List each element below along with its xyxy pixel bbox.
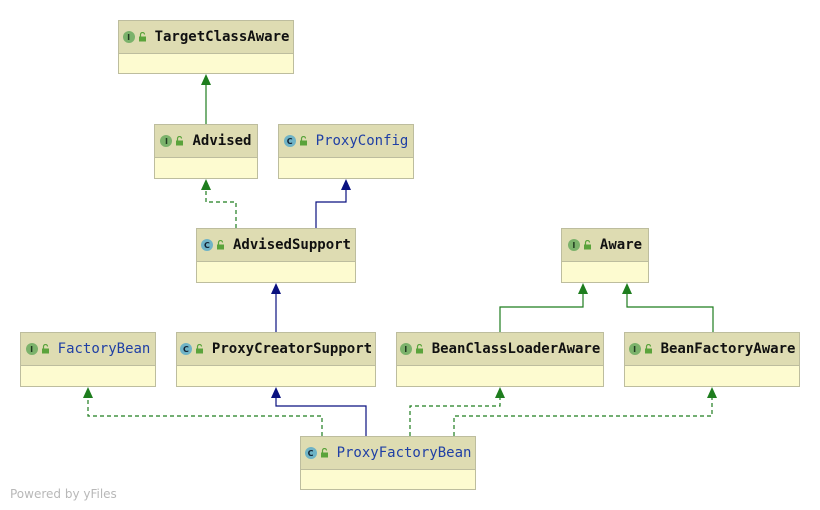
node-header: C ProxyCreatorSupport bbox=[177, 333, 375, 366]
class-name: ProxyConfig bbox=[315, 133, 409, 149]
node-proxycreatorsupport[interactable]: C ProxyCreatorSupport bbox=[176, 332, 376, 387]
powered-by-label: Powered by yFiles bbox=[10, 487, 117, 501]
node-targetclassaware[interactable]: I TargetClassAware bbox=[118, 20, 294, 74]
public-lock-icon bbox=[583, 240, 593, 250]
class-name: BeanClassLoaderAware bbox=[431, 341, 601, 357]
edge-proxyfactorybean-to-proxycreatorsupport bbox=[275, 398, 367, 436]
node-advisedsupport[interactable]: C AdvisedSupport bbox=[196, 228, 356, 283]
class-name: BeanFactoryAware bbox=[660, 341, 796, 357]
edge-proxyfactorybean-to-beanclassloaderaware bbox=[409, 398, 501, 436]
class-name: Aware bbox=[599, 237, 643, 253]
public-lock-icon bbox=[299, 136, 309, 146]
node-beanclassloaderaware[interactable]: I BeanClassLoaderAware bbox=[396, 332, 604, 387]
edge-beanfactoryaware-to-aware-arrowhead bbox=[622, 283, 632, 294]
class-icon: C bbox=[283, 135, 296, 147]
class-name: TargetClassAware bbox=[154, 29, 290, 45]
public-lock-icon bbox=[415, 344, 425, 354]
edge-advisedsupport-to-proxyconfig-arrowhead bbox=[341, 179, 351, 190]
node-proxyfactorybean[interactable]: C ProxyFactoryBean bbox=[300, 436, 476, 490]
node-header: C ProxyFactoryBean bbox=[301, 437, 475, 470]
node-factorybean[interactable]: I FactoryBean bbox=[20, 332, 156, 387]
edge-advised-to-targetclassaware-arrowhead bbox=[201, 74, 211, 85]
class-icon: C bbox=[304, 447, 317, 459]
edge-advisedsupport-to-advised bbox=[205, 190, 237, 228]
node-proxyconfig[interactable]: C ProxyConfig bbox=[278, 124, 414, 179]
edge-beanfactoryaware-to-aware bbox=[626, 294, 714, 332]
interface-icon: I bbox=[160, 135, 173, 147]
class-icon: C bbox=[200, 239, 213, 251]
interface-icon: I bbox=[399, 343, 412, 355]
interface-icon: I bbox=[25, 343, 38, 355]
edge-proxyfactorybean-to-beanfactoryaware-arrowhead bbox=[707, 387, 717, 398]
class-name: ProxyCreatorSupport bbox=[211, 341, 373, 357]
node-header: C AdvisedSupport bbox=[197, 229, 355, 262]
node-aware[interactable]: I Aware bbox=[561, 228, 649, 283]
node-advised[interactable]: I Advised bbox=[154, 124, 258, 179]
node-header: I Aware bbox=[562, 229, 648, 262]
node-header: I Advised bbox=[155, 125, 257, 158]
public-lock-icon bbox=[195, 344, 205, 354]
node-header: I FactoryBean bbox=[21, 333, 155, 366]
public-lock-icon bbox=[41, 344, 51, 354]
public-lock-icon bbox=[138, 32, 148, 42]
edge-proxycreatorsupport-to-advisedsupport-arrowhead bbox=[271, 283, 281, 294]
class-name: AdvisedSupport bbox=[232, 237, 351, 253]
edge-beanclassloaderaware-to-aware-arrowhead bbox=[578, 283, 588, 294]
node-header: I BeanClassLoaderAware bbox=[397, 333, 603, 366]
edge-proxyfactorybean-to-beanfactoryaware bbox=[453, 398, 713, 436]
public-lock-icon bbox=[320, 448, 330, 458]
public-lock-icon bbox=[644, 344, 654, 354]
edge-proxyfactorybean-to-factorybean bbox=[87, 398, 323, 436]
class-icon: C bbox=[179, 343, 192, 355]
interface-icon: I bbox=[567, 239, 580, 251]
public-lock-icon bbox=[216, 240, 226, 250]
edge-advisedsupport-to-proxyconfig bbox=[315, 190, 347, 228]
class-name: FactoryBean bbox=[57, 341, 151, 357]
edge-advisedsupport-to-advised-arrowhead bbox=[201, 179, 211, 190]
edge-beanclassloaderaware-to-aware bbox=[499, 294, 584, 332]
node-header: I BeanFactoryAware bbox=[625, 333, 799, 366]
edge-proxyfactorybean-to-proxycreatorsupport-arrowhead bbox=[271, 387, 281, 398]
class-name: ProxyFactoryBean bbox=[336, 445, 472, 461]
interface-icon: I bbox=[122, 31, 135, 43]
edge-proxyfactorybean-to-beanclassloaderaware-arrowhead bbox=[495, 387, 505, 398]
node-header: C ProxyConfig bbox=[279, 125, 413, 158]
node-header: I TargetClassAware bbox=[119, 21, 293, 54]
node-beanfactoryaware[interactable]: I BeanFactoryAware bbox=[624, 332, 800, 387]
public-lock-icon bbox=[175, 136, 185, 146]
interface-icon: I bbox=[628, 343, 641, 355]
edge-proxyfactorybean-to-factorybean-arrowhead bbox=[83, 387, 93, 398]
class-name: Advised bbox=[192, 133, 252, 149]
